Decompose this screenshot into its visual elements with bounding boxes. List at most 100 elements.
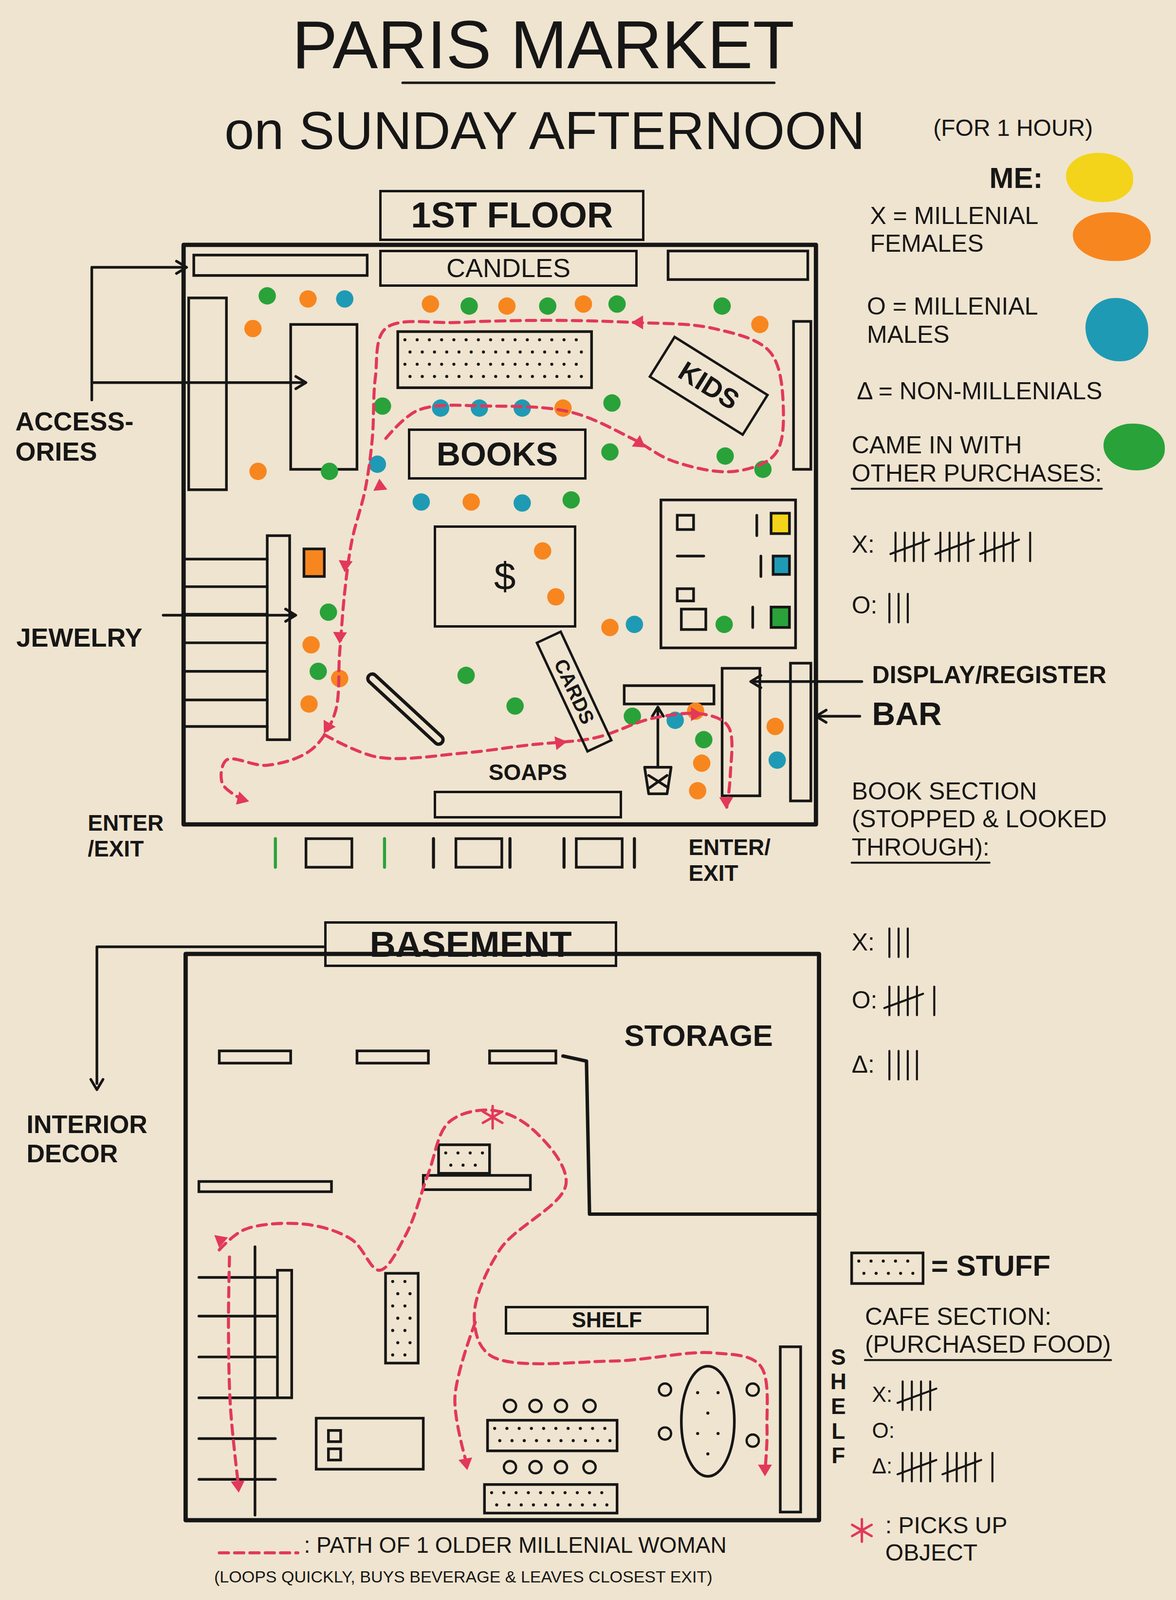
person-dot (309, 662, 328, 680)
arrow-head (324, 720, 335, 733)
stuff-dot (452, 362, 456, 366)
display-rack: CARDS (535, 629, 613, 754)
stuff-dot (578, 1426, 582, 1430)
stuff-dot (571, 1438, 575, 1442)
stuff-dot (427, 362, 431, 366)
person-dot (299, 290, 317, 308)
stuff-dot (580, 1503, 584, 1507)
stuff-dot (456, 1151, 460, 1155)
stuff-dot (445, 350, 449, 354)
stuff-dot (603, 1426, 607, 1430)
tally-heading: CAME IN WITH OTHER PURCHASES: (851, 431, 1108, 488)
arrow-head (652, 706, 664, 717)
tally-key: O: (851, 591, 878, 620)
stuff-dot (481, 374, 485, 378)
tally-mark (966, 532, 969, 562)
tally-mark (946, 1452, 949, 1482)
tally-mark (897, 986, 900, 1015)
stuff-dot (490, 1490, 494, 1494)
stuff-dot (477, 338, 480, 342)
shelf-item (755, 514, 758, 536)
tally-mark (906, 593, 909, 623)
stuff-dot (489, 338, 493, 342)
stuff-dot (526, 1490, 530, 1494)
person-dot (751, 315, 769, 334)
arrow-head (758, 1464, 772, 1475)
stuff-dot (522, 1438, 526, 1442)
tally-key: Δ: (872, 1453, 893, 1479)
stuff-dot (588, 1490, 591, 1494)
tally-mark (906, 928, 909, 957)
jewelry-case (303, 548, 325, 577)
stuff-dot (408, 1291, 412, 1295)
person-dot (249, 462, 267, 480)
person-dot (715, 615, 734, 634)
jewelry-shelf (185, 557, 268, 561)
arrow-head (374, 479, 387, 491)
tally-mark (901, 1452, 904, 1482)
node-label: CANDLES (446, 253, 571, 283)
floor-wall (183, 244, 816, 825)
floor-tab: BASEMENT (324, 920, 617, 967)
chair (659, 1382, 672, 1396)
stuff-dot (415, 338, 419, 342)
stuff-dot (403, 1304, 407, 1307)
section-label: BAR (872, 695, 942, 733)
shelving-unit (661, 499, 796, 648)
tally-key: X: (851, 928, 875, 957)
arrow-head (815, 709, 827, 722)
person-dot (688, 781, 707, 800)
wall-shelf (780, 1346, 801, 1512)
title: PARIS MARKET (292, 10, 795, 79)
stuff-dot (420, 374, 424, 378)
register-counter (624, 685, 714, 704)
stuff-dot (506, 374, 510, 378)
person-mark (431, 838, 435, 867)
jewelry-shelf (185, 669, 268, 673)
jewelry-shelf (185, 724, 268, 728)
wall-shelf (277, 1269, 292, 1398)
person-dot (768, 751, 787, 769)
table (423, 1175, 531, 1190)
stuff-dot (495, 1503, 498, 1507)
section-label: ACCESS- ORIES (15, 405, 162, 467)
stuff-dot (566, 1426, 570, 1430)
stuff-dot (469, 374, 473, 378)
shelf-item (751, 606, 754, 628)
wall-shelf (199, 1180, 332, 1192)
cafe-table (487, 1419, 618, 1451)
person-dot (258, 287, 276, 305)
arrow-head (632, 316, 643, 329)
person-dot (244, 319, 262, 338)
tally-key: X: (851, 530, 875, 559)
tally-mark (957, 532, 960, 562)
stuff-dot (408, 350, 412, 354)
tally-mark (901, 1380, 904, 1410)
tally-mark (888, 593, 891, 623)
stuff-dot (542, 1426, 546, 1430)
person-dot (625, 615, 644, 634)
chair (746, 1382, 759, 1396)
jewelry-rack (267, 535, 290, 740)
stuff-dot (391, 1328, 395, 1332)
arrow-head (285, 608, 296, 622)
stuff-dot (532, 1503, 535, 1507)
stuff-dot (415, 362, 419, 366)
wall-shelf (356, 1050, 429, 1063)
tally-key: X: (872, 1381, 893, 1407)
tally-mark (894, 532, 897, 562)
arrow-head (459, 1457, 472, 1470)
room-label: STORAGE (624, 1017, 773, 1053)
stuff-dot (579, 374, 583, 378)
stuff-dot (481, 350, 485, 354)
stuff-dot (403, 362, 407, 366)
chair (554, 1460, 568, 1473)
tally-heading: BOOK SECTION (STOPPED & LOOKED THROUGH): (851, 777, 1125, 862)
tally-mark (948, 532, 951, 562)
shelf-item (759, 555, 762, 577)
stuff-dot (568, 1503, 572, 1507)
shelf-box: SOAPS (433, 759, 623, 818)
tally-mark (939, 532, 942, 562)
stuff-dot (554, 1426, 558, 1430)
